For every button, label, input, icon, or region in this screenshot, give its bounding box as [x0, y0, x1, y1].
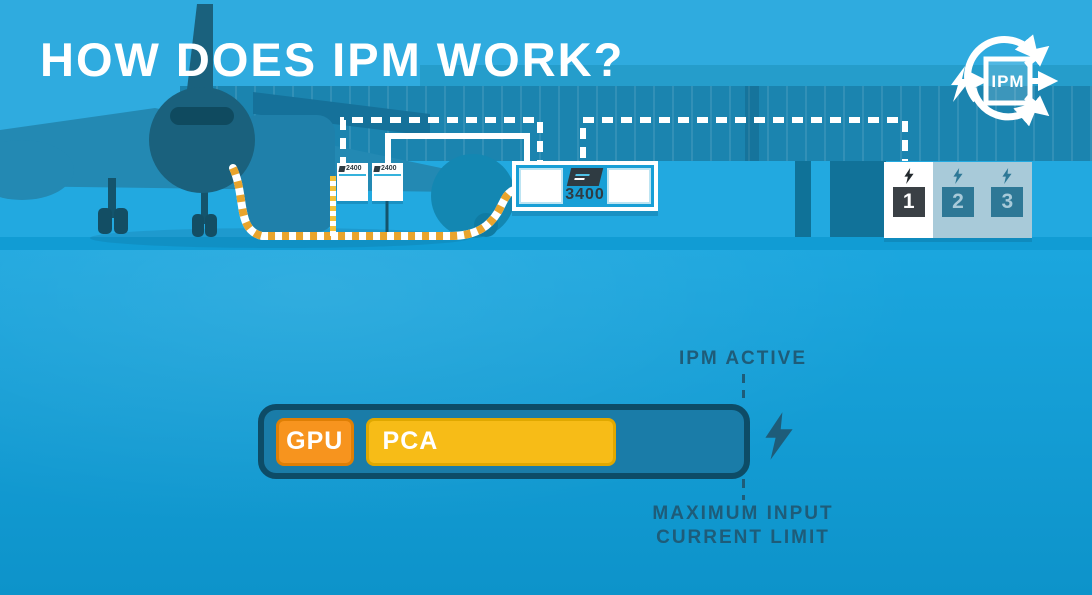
pca-segment: PCA [365, 417, 617, 466]
bay-number-badge: 1 [892, 187, 925, 217]
unit-accent-line [339, 174, 366, 176]
gate-bay-1: 1 [884, 162, 934, 238]
coil-unit-2400-1: 2400 [337, 163, 368, 201]
output-arrow-down [1024, 94, 1050, 117]
terminal-pillar [795, 161, 811, 237]
terminal-pillar-wide [830, 161, 886, 237]
max-input-line1: MAXIMUM INPUT [652, 503, 834, 524]
lightning-bolt-icon [765, 412, 793, 460]
lightning-bolt-icon [951, 66, 971, 102]
gpu-segment: GPU [276, 417, 354, 466]
bay-number-badge: 2 [941, 187, 974, 217]
gate-bay-2: 2 [933, 162, 982, 238]
input-capacity-bar: GPU PCA [258, 404, 750, 479]
terminal-upper-band [420, 65, 1092, 86]
apron-edge-strip [0, 237, 1092, 250]
page-title: HOW DOES IPM WORK? [40, 33, 625, 86]
max-input-line2: CURRENT LIMIT [656, 527, 830, 548]
gate-bay-3: 3 [983, 162, 1032, 238]
ipm-active-label: IPM ACTIVE [678, 348, 808, 369]
pointer-dash-top [742, 374, 745, 398]
terminal-column [745, 86, 759, 161]
coil-unit-label: 2400 [381, 165, 397, 172]
output-arrow-up [1024, 45, 1050, 68]
unit-accent-line [374, 174, 401, 176]
ipm-logo: IPM [951, 34, 1059, 127]
coil-unit-label: 2400 [346, 165, 362, 172]
lightning-bolt-icon [904, 168, 914, 184]
coil-unit-2400-2: 2400 [372, 163, 403, 201]
itw-gse-logo-icon [566, 168, 604, 186]
unit-window [607, 168, 651, 204]
ipm-logo-label: IPM [991, 72, 1024, 91]
max-input-current-limit-label: MAXIMUM INPUT CURRENT LIMIT [618, 502, 868, 550]
gpu-unit-3400: 3400 [512, 161, 658, 211]
itw-gse-logo-icon [373, 165, 381, 172]
gate-bays-panel: 1 2 3 [884, 162, 1032, 238]
bay-number-badge: 3 [991, 187, 1024, 217]
unit-window [519, 168, 563, 204]
lightning-bolt-icon [1002, 168, 1012, 184]
gpu-unit-label: 3400 [565, 186, 605, 203]
lightning-bolt-icon [953, 168, 963, 184]
pointer-dash-bottom [742, 479, 745, 500]
itw-gse-logo-icon [338, 165, 346, 172]
